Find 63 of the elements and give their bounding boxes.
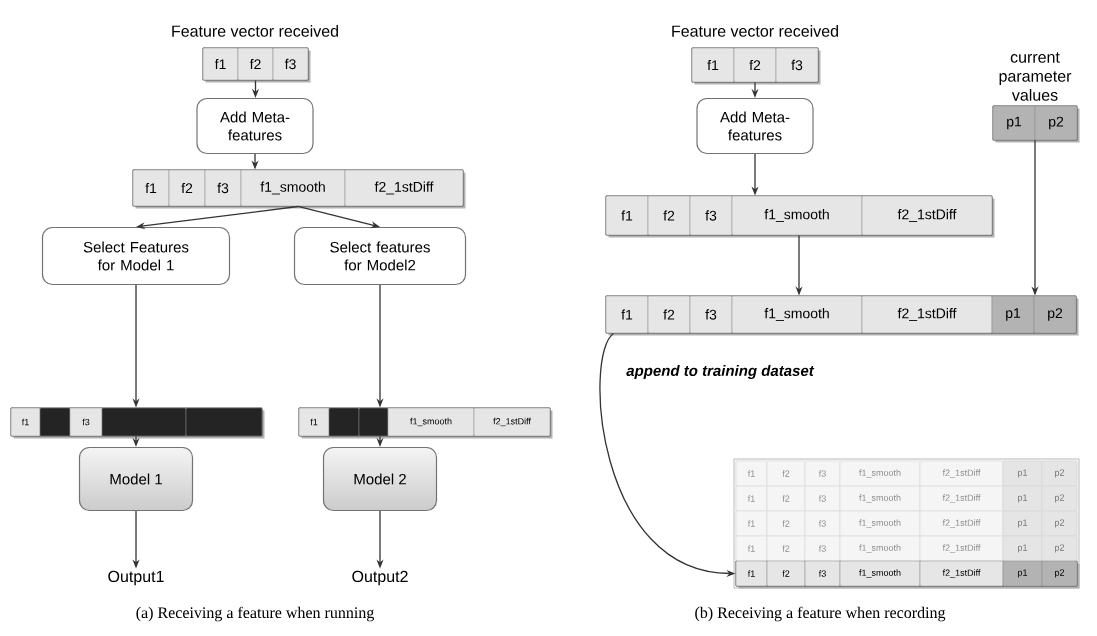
vector-cell: f2	[647, 195, 691, 236]
vector-cell: f3	[689, 295, 733, 334]
vector-cell: f2	[766, 460, 806, 487]
vector-cell: f2	[237, 47, 274, 81]
vector-cell: f2_1stDiff	[344, 169, 464, 207]
vector-heading: Feature vector received	[672, 25, 838, 37]
vector-cell: f2_1stDiff	[919, 560, 1004, 587]
output-label: Output2	[352, 570, 408, 586]
vector-cell	[185, 407, 263, 437]
edge-label: append to training dataset	[626, 365, 815, 379]
vector-cell: f1	[298, 407, 330, 437]
vector-cell: f3	[804, 460, 841, 487]
vector-cell: p1	[1002, 460, 1043, 487]
vector-cell: f1	[605, 195, 649, 236]
vector-cell	[358, 407, 389, 437]
vector-cell: f2	[766, 560, 806, 587]
vector-cell: f2	[647, 295, 691, 334]
vector-cell: f3	[775, 47, 819, 83]
vector-cell	[328, 407, 360, 437]
vector-cell: p1	[991, 295, 1035, 334]
output-label: Output1	[108, 570, 164, 586]
process-box: Select Features for Model 1	[41, 226, 231, 286]
model-box: Model 1	[78, 446, 194, 512]
vector-cell	[39, 407, 71, 437]
vector-cell: f1_smooth	[240, 169, 346, 207]
vector-cell: f1	[735, 460, 768, 487]
vector-cell	[101, 407, 187, 437]
vector-cell: f1_smooth	[839, 460, 921, 487]
vector-cell: f2_1stDiff	[861, 195, 993, 236]
vector-cell: f2_1stDiff	[473, 407, 551, 437]
vector-cell: p2	[1041, 560, 1078, 587]
vector-cell: f3	[69, 407, 103, 437]
vector-heading: current parameter values	[999, 52, 1072, 101]
model-box: Model 2	[322, 446, 438, 512]
vector-cell: f3	[804, 560, 841, 587]
vector-cell: p1	[1002, 560, 1043, 587]
process-box: Select features for Model2	[293, 226, 467, 286]
vector-cell: p1	[992, 105, 1036, 141]
vector-cell: f1_smooth	[387, 407, 475, 437]
vector-cell: f2	[168, 169, 206, 207]
vector-cell: f1	[10, 407, 41, 437]
vector-cell: p2	[1034, 105, 1078, 141]
vector-cell: f1	[132, 169, 170, 207]
vector-heading: Feature vector received	[172, 25, 338, 37]
vector-cell: p2	[1033, 295, 1077, 334]
vector-cell: f1	[605, 295, 649, 334]
vector-cell: f3	[689, 195, 733, 236]
vector-cell: p2	[1041, 460, 1078, 487]
caption: (b) Receiving a feature when recording	[695, 606, 946, 622]
process-box: Add Meta-features	[696, 97, 814, 155]
vector-cell: f1	[202, 47, 239, 81]
vector-cell: f2_1stDiff	[861, 295, 993, 334]
process-box: Add Meta-features	[196, 97, 314, 155]
vector-cell: f1_smooth	[839, 560, 921, 587]
vector-cell: f3	[204, 169, 242, 207]
vector-cell: f1	[691, 47, 735, 83]
vector-cell: f2_1stDiff	[919, 460, 1004, 487]
caption: (a) Receiving a feature when running	[136, 606, 374, 622]
vector-cell: f2	[733, 47, 777, 83]
vector-cell: f1_smooth	[731, 195, 863, 236]
vector-cell: f1_smooth	[731, 295, 863, 334]
vector-cell: f3	[272, 47, 309, 81]
vector-cell: f1	[735, 560, 768, 587]
